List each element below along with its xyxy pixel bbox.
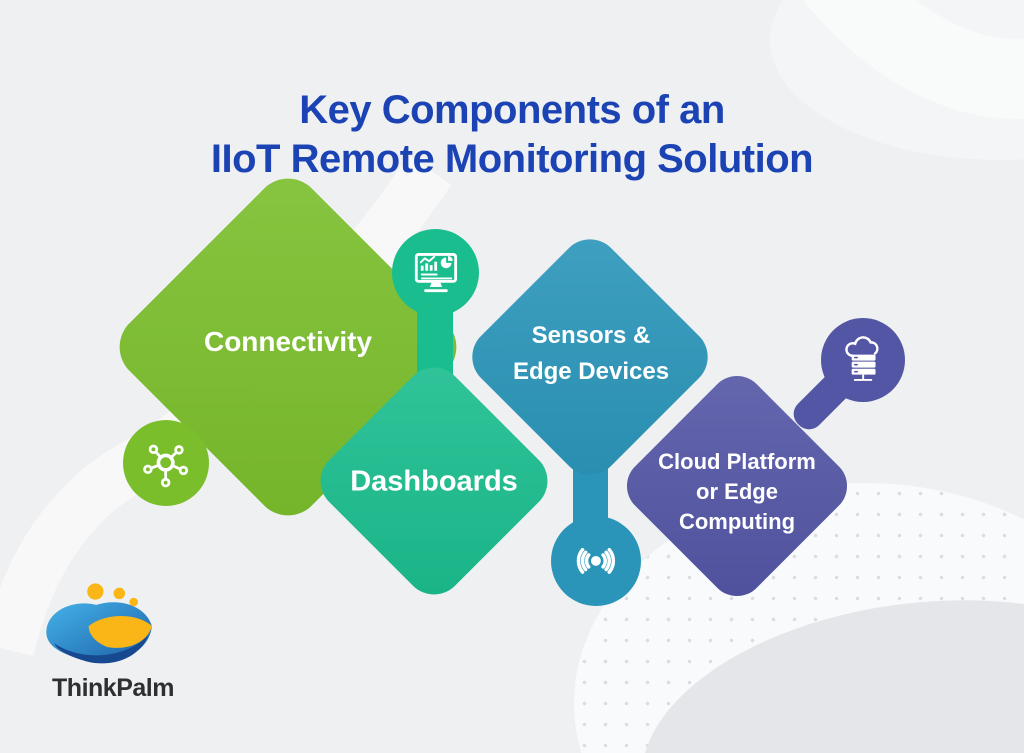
cloud-platform-label: Cloud Platform or Edge Computing [658, 449, 816, 534]
cloud-icon-bubble [821, 318, 905, 402]
connectivity-icon-bubble [123, 420, 209, 506]
wireless-signal-icon [576, 548, 616, 574]
analytics-monitor-icon [414, 252, 457, 292]
sensors-label: Sensors & Edge Devices [512, 322, 670, 385]
brand-logo: ThinkPalm [38, 580, 188, 703]
sensors-icon-bubble [551, 516, 641, 606]
title-line-1: Key Components of an [299, 88, 725, 132]
dashboards-label: Dashboards [350, 465, 518, 498]
connectivity-label: Connectivity [203, 326, 373, 357]
page-title: Key Components of an IIoT Remote Monitor… [0, 86, 1024, 184]
brand-name: ThinkPalm [52, 674, 174, 702]
network-hub-icon [143, 444, 189, 488]
cloud-server-icon [845, 336, 879, 381]
title-line-2: IIoT Remote Monitoring Solution [210, 137, 814, 181]
thinkpalm-logo-icon [46, 583, 152, 664]
dashboards-icon-bubble [392, 229, 479, 316]
